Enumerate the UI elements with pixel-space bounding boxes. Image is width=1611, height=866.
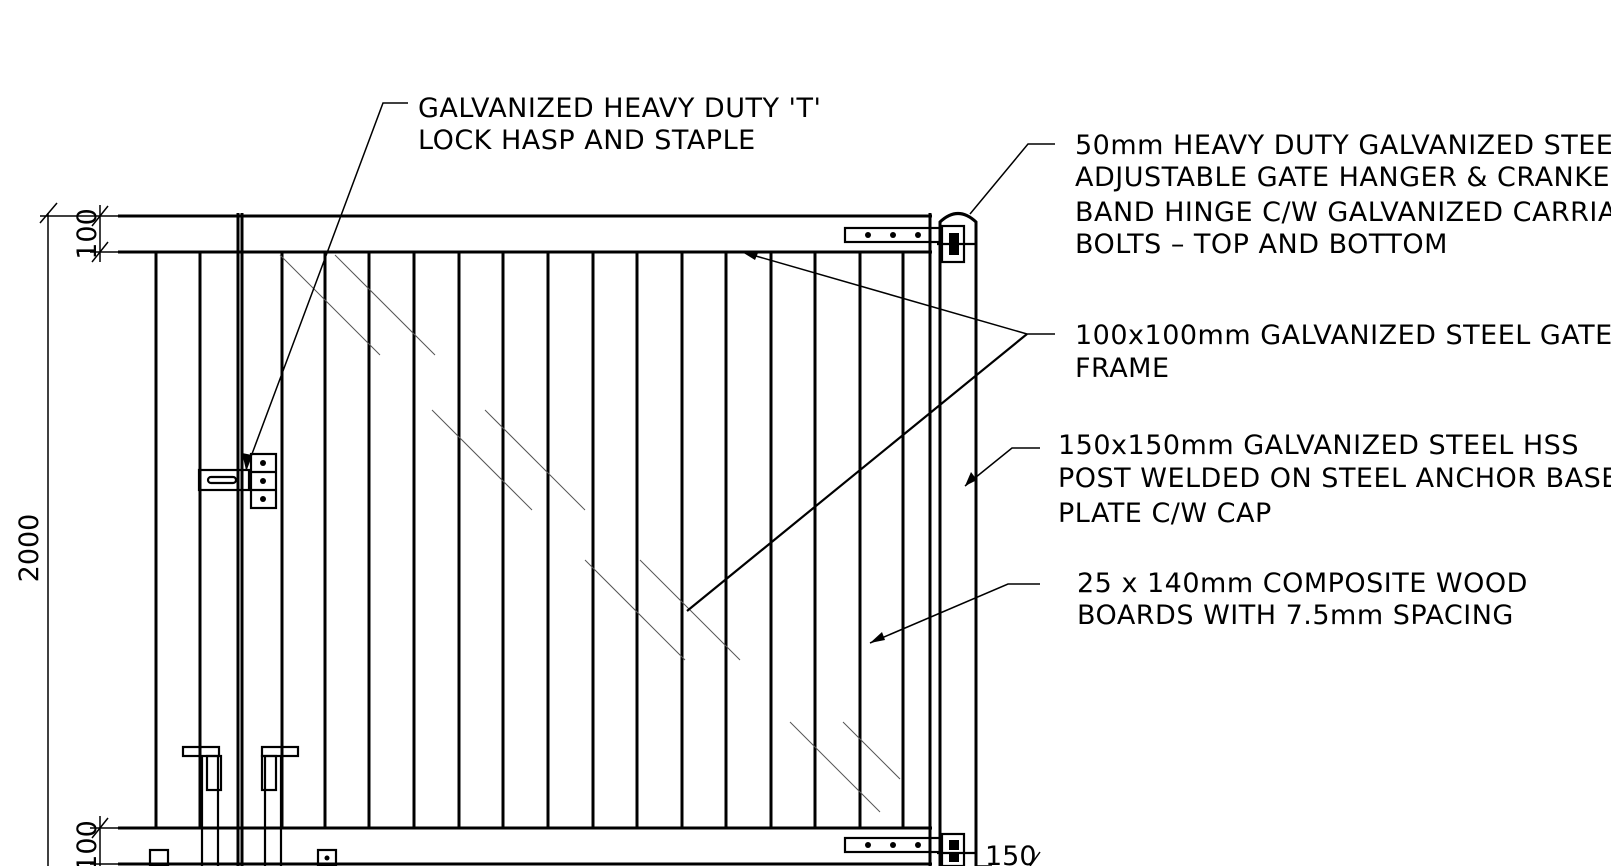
note-hanger: 50mm HEAVY DUTY GALVANIZED STEEL ADJUSTA… xyxy=(1075,130,1611,260)
cane-bolt-right xyxy=(260,745,300,866)
note-boards: 25 x 140mm COMPOSITE WOOD BOARDS WITH 7.… xyxy=(1077,568,1528,631)
ground-keeper-right xyxy=(316,848,338,866)
cane-bolt-left xyxy=(181,745,223,866)
composite-boards xyxy=(154,252,905,828)
hinge-bottom xyxy=(843,832,975,866)
note-frame: 100x100mm GALVANIZED STEEL GATE FRAME xyxy=(1075,320,1611,384)
note-hanger-line-3: BAND HINGE C/W GALVANIZED CARRIAGE xyxy=(1075,197,1611,228)
leader-lines xyxy=(242,102,1055,644)
ground-keeper-left xyxy=(148,848,170,866)
overall-height-label: 2000 xyxy=(14,514,45,583)
note-hasp-line-1: GALVANIZED HEAVY DUTY 'T' xyxy=(418,93,821,124)
bottom-rail-dimension: 100 xyxy=(72,816,145,866)
note-hanger-line-4: BOLTS – TOP AND BOTTOM xyxy=(1075,229,1448,260)
note-hasp-line-2: LOCK HASP AND STAPLE xyxy=(418,125,756,156)
note-post: 150x150mm GALVANIZED STEEL HSS POST WELD… xyxy=(1058,430,1611,529)
gate-frame xyxy=(118,213,932,866)
note-boards-line-1: 25 x 140mm COMPOSITE WOOD xyxy=(1077,568,1528,599)
note-frame-line-1: 100x100mm GALVANIZED STEEL GATE xyxy=(1075,320,1611,351)
post-width-dimension: 150 xyxy=(975,841,1041,866)
overall-height-dimension: 2000 xyxy=(14,202,58,866)
note-hanger-line-1: 50mm HEAVY DUTY GALVANIZED STEEL xyxy=(1075,130,1611,161)
note-post-line-2: POST WELDED ON STEEL ANCHOR BASE xyxy=(1058,463,1611,494)
t-lock-hasp xyxy=(197,452,278,510)
hinge-top xyxy=(843,224,975,264)
note-boards-line-2: BOARDS WITH 7.5mm SPACING xyxy=(1077,600,1514,631)
note-post-line-3: PLATE C/W CAP xyxy=(1058,498,1272,529)
note-hanger-line-2: ADJUSTABLE GATE HANGER & CRANKED xyxy=(1075,162,1611,193)
note-frame-line-2: FRAME xyxy=(1075,353,1170,384)
note-post-line-1: 150x150mm GALVANIZED STEEL HSS xyxy=(1058,430,1579,461)
reflection-hatch xyxy=(279,254,901,813)
top-rail-dim-label: 100 xyxy=(72,208,103,260)
post-width-label: 150 xyxy=(985,841,1037,866)
top-rail-dimension: 100 xyxy=(40,205,145,263)
gate-post xyxy=(938,212,978,866)
bottom-rail-dim-label: 100 xyxy=(72,820,103,866)
note-hasp: GALVANIZED HEAVY DUTY 'T' LOCK HASP AND … xyxy=(418,93,821,156)
